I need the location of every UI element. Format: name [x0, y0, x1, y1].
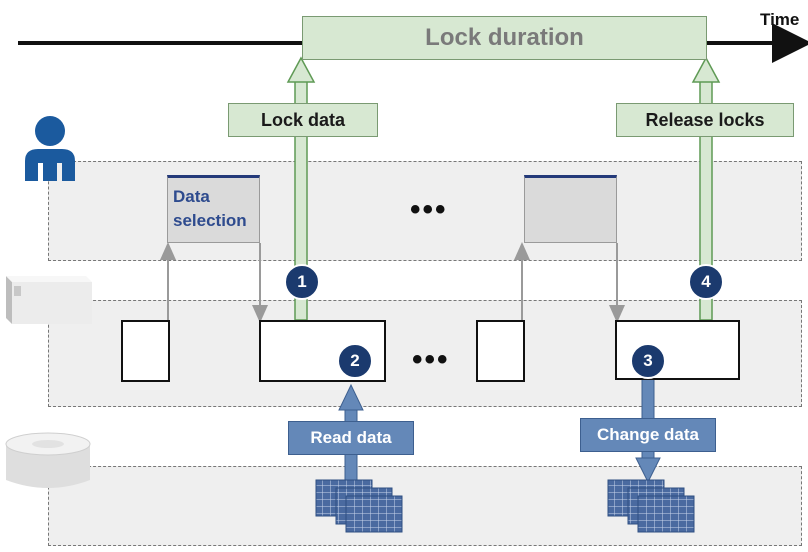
dialog-step-box-1: [121, 320, 170, 382]
person-icon: [25, 116, 75, 181]
time-label: Time: [760, 10, 800, 29]
server-box-icon: [6, 276, 92, 324]
change-screen: [524, 175, 617, 243]
marker-3: 3: [630, 343, 666, 379]
ellipsis-application: •••: [412, 343, 450, 376]
data-selection-line2: selection: [173, 211, 247, 230]
grid-tables-icon-read: [315, 479, 403, 533]
read-data-label: Read data: [288, 421, 414, 455]
marker-1: 1: [284, 264, 320, 300]
ellipsis-presentation: •••: [410, 193, 448, 226]
grid-tables-icon-change: [607, 479, 695, 533]
dialog-step-box-2: [476, 320, 525, 382]
data-selection-screen: [167, 175, 260, 243]
release-locks-label: Release locks: [616, 103, 794, 137]
data-selection-line1: Data: [173, 187, 210, 206]
marker-4: 4: [688, 264, 724, 300]
database-cylinder-icon: [5, 432, 91, 488]
lock-duration-bar: Lock duration: [302, 16, 707, 60]
change-data-label: Change data: [580, 418, 716, 452]
marker-2: 2: [337, 343, 373, 379]
lock-data-label: Lock data: [228, 103, 378, 137]
